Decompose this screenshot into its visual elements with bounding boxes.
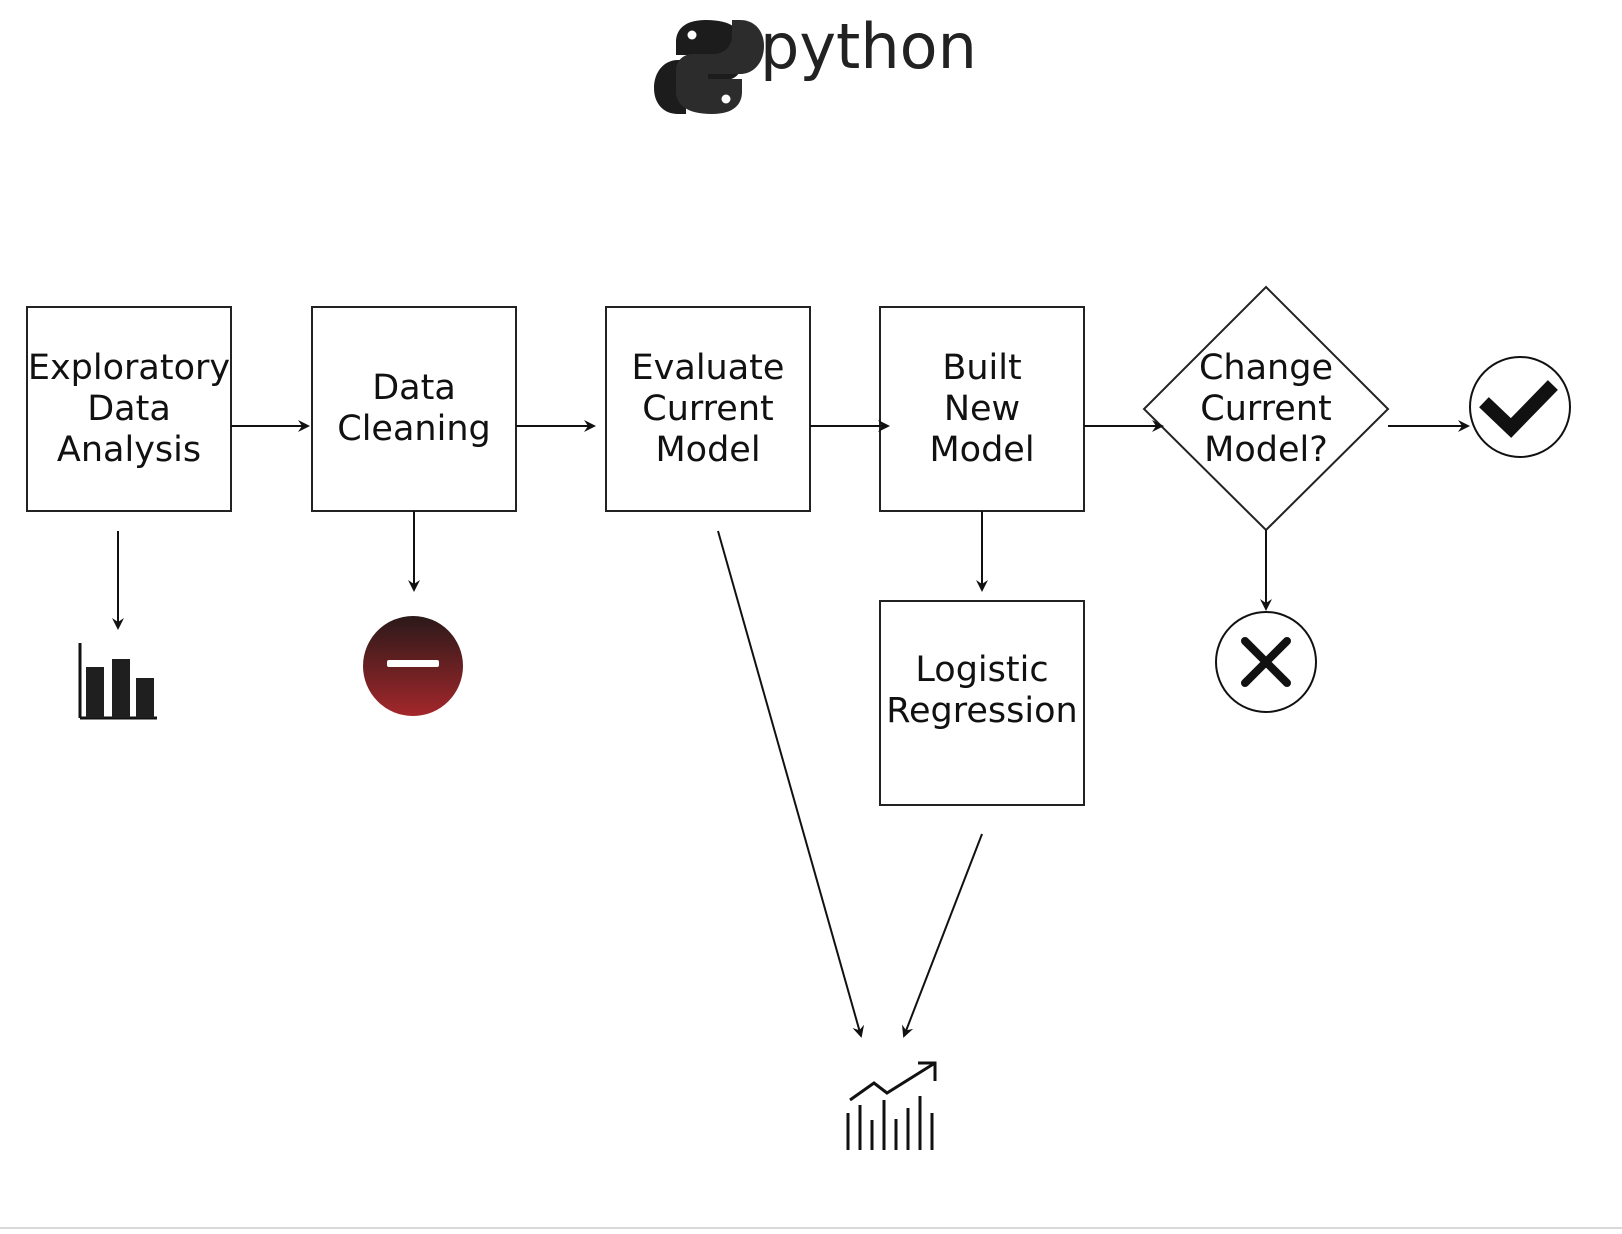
minus-circle-icon	[363, 616, 463, 716]
eda-node: Exploratory Data Analysis	[26, 306, 232, 512]
python-snake-icon	[654, 20, 764, 114]
eda-node-line-1: Exploratory	[28, 348, 230, 388]
logistic-regression-line-2: Regression	[886, 691, 1077, 731]
data-cleaning-line-1: Data	[372, 368, 456, 408]
python-logo-text: python	[760, 10, 977, 83]
bottom-divider	[0, 1227, 1622, 1229]
built-new-model-node: Built New Model	[879, 306, 1085, 512]
x-circle-icon	[1215, 611, 1317, 713]
logistic-regression-node: Logistic Regression	[879, 600, 1085, 806]
data-cleaning-node: Data Cleaning	[311, 306, 517, 512]
python-logo: python	[654, 10, 977, 114]
eda-node-line-2: Data	[87, 389, 171, 429]
built-new-model-line-2: New	[944, 389, 1020, 429]
change-current-model-decision: Change Current Model?	[1142, 285, 1390, 532]
evaluate-line-2: Current	[642, 389, 773, 429]
data-cleaning-line-2: Cleaning	[337, 409, 490, 449]
decision-line-2: Current	[1200, 389, 1331, 429]
built-new-model-line-3: Model	[929, 430, 1034, 470]
decision-line-3: Model?	[1204, 430, 1328, 470]
bar-chart-icon	[78, 643, 157, 720]
arrow-evaluate-to-growth-chart	[717, 530, 865, 1038]
built-new-model-line-1: Built	[942, 348, 1021, 388]
logistic-regression-line-1: Logistic	[915, 650, 1048, 690]
evaluate-line-3: Model	[655, 430, 760, 470]
eda-node-line-3: Analysis	[57, 430, 201, 470]
decision-line-1: Change	[1199, 348, 1333, 388]
connector-arrows	[112, 420, 1470, 1038]
evaluate-current-model-node: Evaluate Current Model	[605, 306, 811, 512]
growth-chart-icon	[846, 1061, 937, 1150]
arrow-logistic-to-growth-chart	[902, 833, 983, 1038]
evaluate-line-1: Evaluate	[632, 348, 785, 388]
check-circle-icon	[1469, 356, 1571, 458]
